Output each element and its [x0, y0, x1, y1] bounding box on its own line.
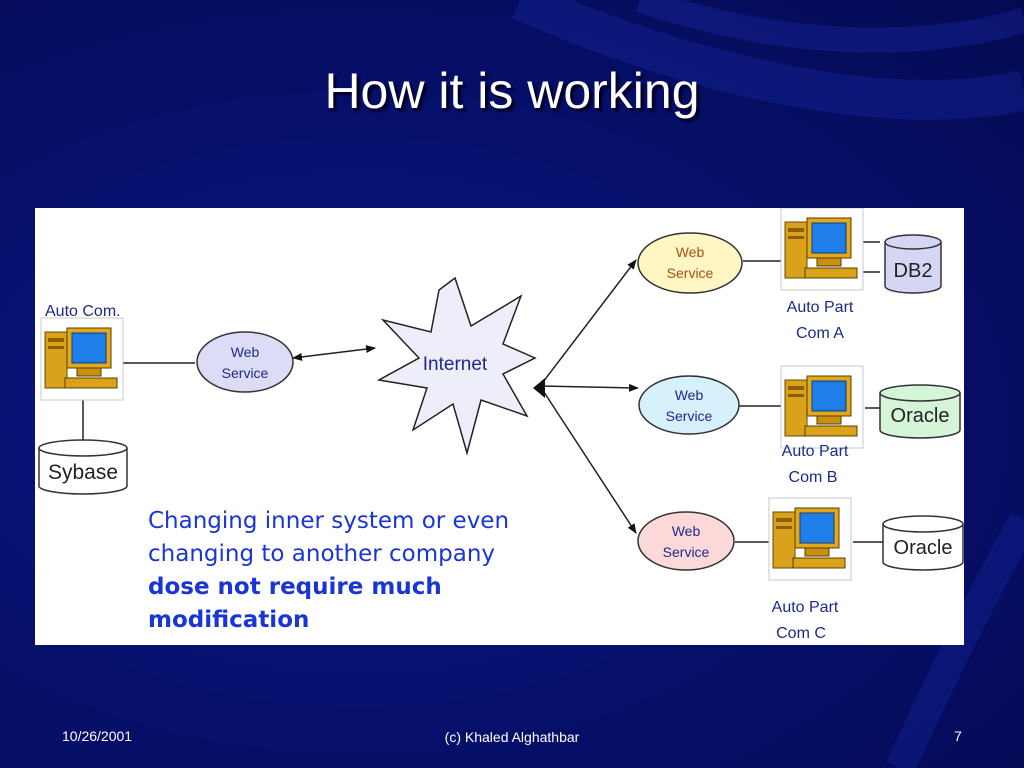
oracle-database-b: Oracle	[879, 384, 961, 439]
supplier-b-service-line2: Service	[666, 408, 713, 424]
client-label: Auto Com.	[45, 303, 121, 320]
slide-title: How it is working	[324, 63, 700, 119]
footer-page-number: 7	[954, 728, 962, 744]
internet-c-arrow	[539, 385, 637, 534]
db2-database: DB2	[884, 234, 942, 294]
explanation-note: Changing inner system or even changing t…	[148, 505, 568, 637]
supplier-a-service-line2: Service	[667, 265, 714, 281]
supplier-b-computer-icon	[780, 365, 864, 449]
supplier-c-service-line2: Service	[663, 544, 710, 560]
internet-b-arrow	[539, 383, 639, 392]
footer-author: (c) Khaled Alghathbar	[444, 729, 580, 745]
supplier-b-label-line2: Com B	[789, 469, 838, 486]
sybase-label: Sybase	[48, 461, 118, 484]
note-line-1: Changing inner system or even	[148, 508, 510, 534]
internet-label: Internet	[423, 354, 488, 375]
oracle-database-c: Oracle	[882, 515, 964, 571]
supplier-a-label-line2: Com A	[796, 325, 844, 342]
client-computer-icon	[40, 317, 124, 401]
supplier-a-label-line1: Auto Part	[787, 299, 854, 316]
supplier-b-service-line1: Web	[675, 387, 704, 403]
supplier-a-service-line1: Web	[676, 244, 705, 260]
hub-arrowhead	[533, 378, 545, 398]
supplier-c-web-service: Web Service	[637, 511, 735, 571]
sybase-database: Sybase	[38, 439, 128, 495]
supplier-c-label-line1: Auto Part	[772, 599, 839, 616]
note-line-4: modification	[148, 607, 310, 633]
internet-cloud: Internet	[376, 276, 537, 456]
db2-label: DB2	[894, 260, 933, 282]
oracle-c-label: Oracle	[894, 537, 953, 559]
supplier-a-web-service: Web Service	[637, 232, 743, 294]
note-line-3: dose not require much	[148, 574, 442, 600]
supplier-c-computer-icon	[768, 497, 852, 581]
internet-a-arrow	[539, 259, 637, 387]
service-internet-arrow	[292, 345, 376, 361]
oracle-b-label: Oracle	[891, 405, 950, 427]
supplier-c-label-line2: Com C	[776, 625, 826, 642]
client-service-line2: Service	[222, 365, 269, 381]
note-line-2: changing to another company	[148, 541, 496, 567]
diagram-panel: Auto Com. Sybase Web Service Internet We…	[35, 208, 964, 645]
client-service-line1: Web	[231, 344, 260, 360]
connector-lines	[82, 241, 883, 543]
supplier-c-service-line1: Web	[672, 523, 701, 539]
supplier-a-computer-icon	[780, 208, 864, 291]
client-web-service: Web Service	[196, 331, 294, 393]
supplier-b-web-service: Web Service	[638, 375, 740, 435]
supplier-b-label-line1: Auto Part	[782, 443, 849, 460]
footer-date: 10/26/2001	[62, 728, 133, 744]
architecture-diagram: Auto Com. Sybase Web Service Internet We…	[38, 208, 964, 642]
